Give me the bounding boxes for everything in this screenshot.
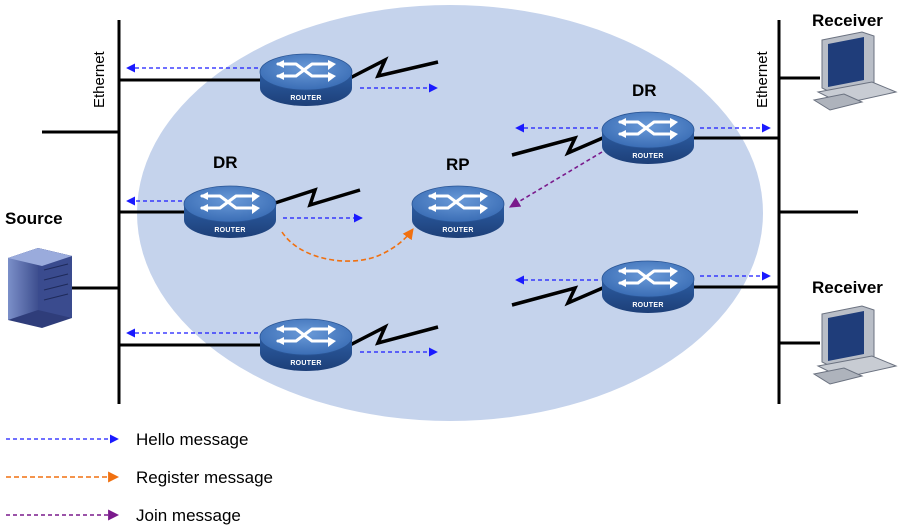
svg-text:ROUTER: ROUTER: [632, 302, 663, 309]
serial-links: [274, 56, 606, 347]
legend-join-label: Join message: [136, 506, 241, 525]
legend-register-label: Register message: [136, 468, 273, 487]
source-label: Source: [5, 209, 63, 228]
receiver-bottom-computer-icon: [812, 305, 898, 385]
hello-arrows: [126, 63, 771, 357]
svg-text:ROUTER: ROUTER: [290, 360, 321, 367]
ethernet-left-label: Ethernet: [91, 50, 108, 108]
legend: Hello message Register message Join mess…: [6, 430, 273, 525]
source-server-icon: [8, 248, 72, 328]
register-arrow: [281, 228, 414, 262]
router-dr-right-icon: ROUTER: [600, 110, 696, 166]
router-top-left-icon: ROUTER: [258, 52, 354, 108]
router-rp-icon: ROUTER: [410, 184, 506, 240]
ethernet-right-label: Ethernet: [754, 50, 771, 108]
router-dr-left-icon: ROUTER: [182, 184, 278, 240]
ethernet-links: [42, 20, 858, 404]
join-arrow: [509, 151, 603, 208]
receiver-bottom-label: Receiver: [812, 278, 883, 297]
svg-text:ROUTER: ROUTER: [290, 95, 321, 102]
legend-hello-label: Hello message: [136, 430, 248, 449]
svg-text:ROUTER: ROUTER: [442, 227, 473, 234]
rp-label: RP: [446, 155, 470, 174]
svg-text:ROUTER: ROUTER: [214, 227, 245, 234]
dr-left-label: DR: [213, 153, 238, 172]
receiver-top-computer-icon: [812, 31, 898, 111]
dr-right-label: DR: [632, 81, 657, 100]
svg-text:ROUTER: ROUTER: [632, 153, 663, 160]
router-bottom-left-icon: ROUTER: [258, 317, 354, 373]
receiver-top-label: Receiver: [812, 11, 883, 30]
router-bottom-right-icon: ROUTER: [600, 259, 696, 315]
